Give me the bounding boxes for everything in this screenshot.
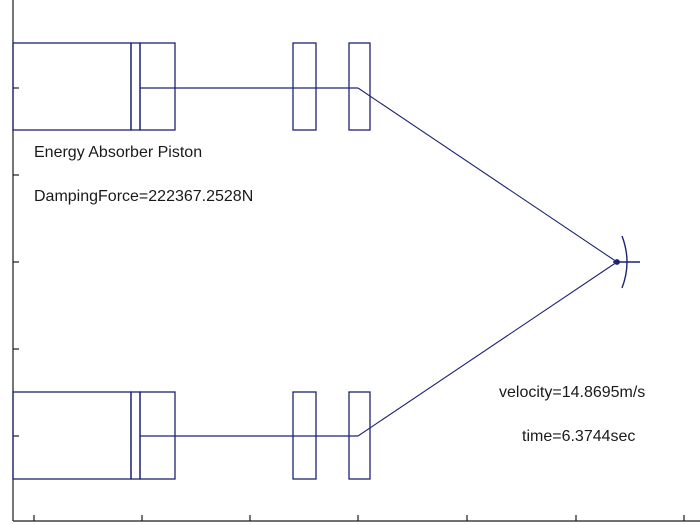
damping-force-readout: DampingForce=222367.2528N xyxy=(34,188,254,205)
upper-piston-head xyxy=(130,42,141,131)
lower-damper-block-2 xyxy=(348,391,371,480)
diagram-title: Energy Absorber Piston xyxy=(34,144,203,161)
lower-cylinder xyxy=(12,391,132,480)
upper-cylinder xyxy=(12,42,132,131)
velocity-readout: velocity=14.8695m/s xyxy=(499,384,646,401)
lower-piston xyxy=(12,391,371,480)
upper-piston-flange xyxy=(139,42,176,131)
lower-piston-head xyxy=(130,391,141,480)
lower-cable xyxy=(357,261,618,437)
lower-damper-block-1 xyxy=(292,391,317,480)
aircraft-hook-icon xyxy=(613,235,640,289)
upper-damper-block-2 xyxy=(348,42,371,131)
cables xyxy=(357,87,618,437)
upper-cable xyxy=(357,87,618,263)
upper-piston xyxy=(12,42,371,131)
time-readout: time=6.3744sec xyxy=(522,428,636,445)
upper-damper-block-1 xyxy=(292,42,317,131)
